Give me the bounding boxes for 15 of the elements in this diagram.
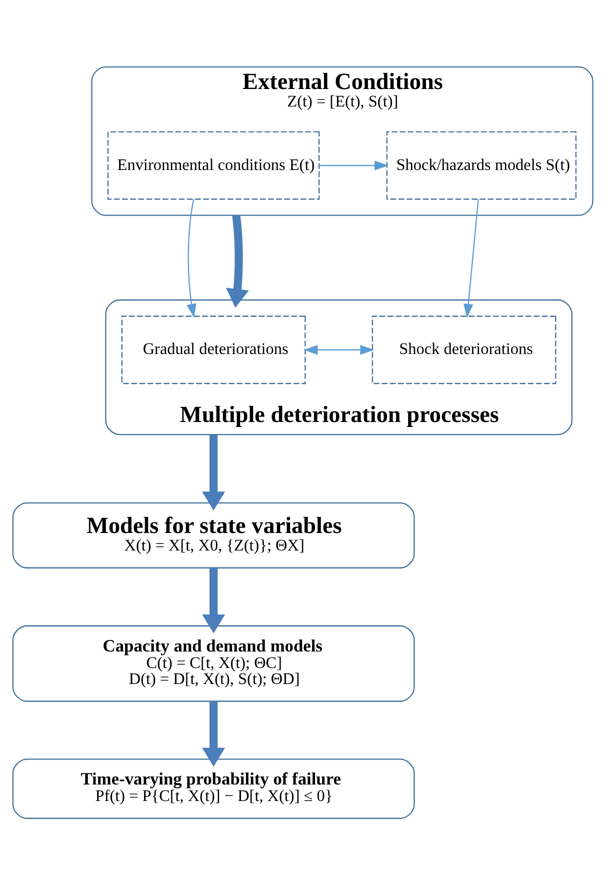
arrow: [226, 214, 249, 308]
arrow: [202, 700, 226, 766]
arrow: [202, 434, 226, 510]
node-box: Shock deteriorations: [372, 315, 556, 384]
node-box: Gradual deteriorations: [121, 315, 306, 384]
node-box: Time-varying probability of failure Pf(t) = P{C[t, X(t)] − D[t, X(t)] ≤ 0}: [12, 758, 415, 818]
arrow: [319, 160, 388, 170]
arrow: [304, 344, 374, 354]
arrow: [186, 198, 196, 318]
node-box: Capacity and demand models C(t) = C[t, X(t); ΘC] D(t) = D[t, X(t), S(t); ΘD]: [12, 624, 415, 702]
node-box: Environmental conditions E(t): [107, 130, 320, 200]
arrow: [463, 198, 479, 318]
node-box: Models for state variables X(t) = X[t, X0, {Z(t)}; ΘX]: [12, 502, 415, 568]
node-box: Shock/hazards models S(t): [386, 130, 577, 200]
arrow: [202, 568, 226, 633]
